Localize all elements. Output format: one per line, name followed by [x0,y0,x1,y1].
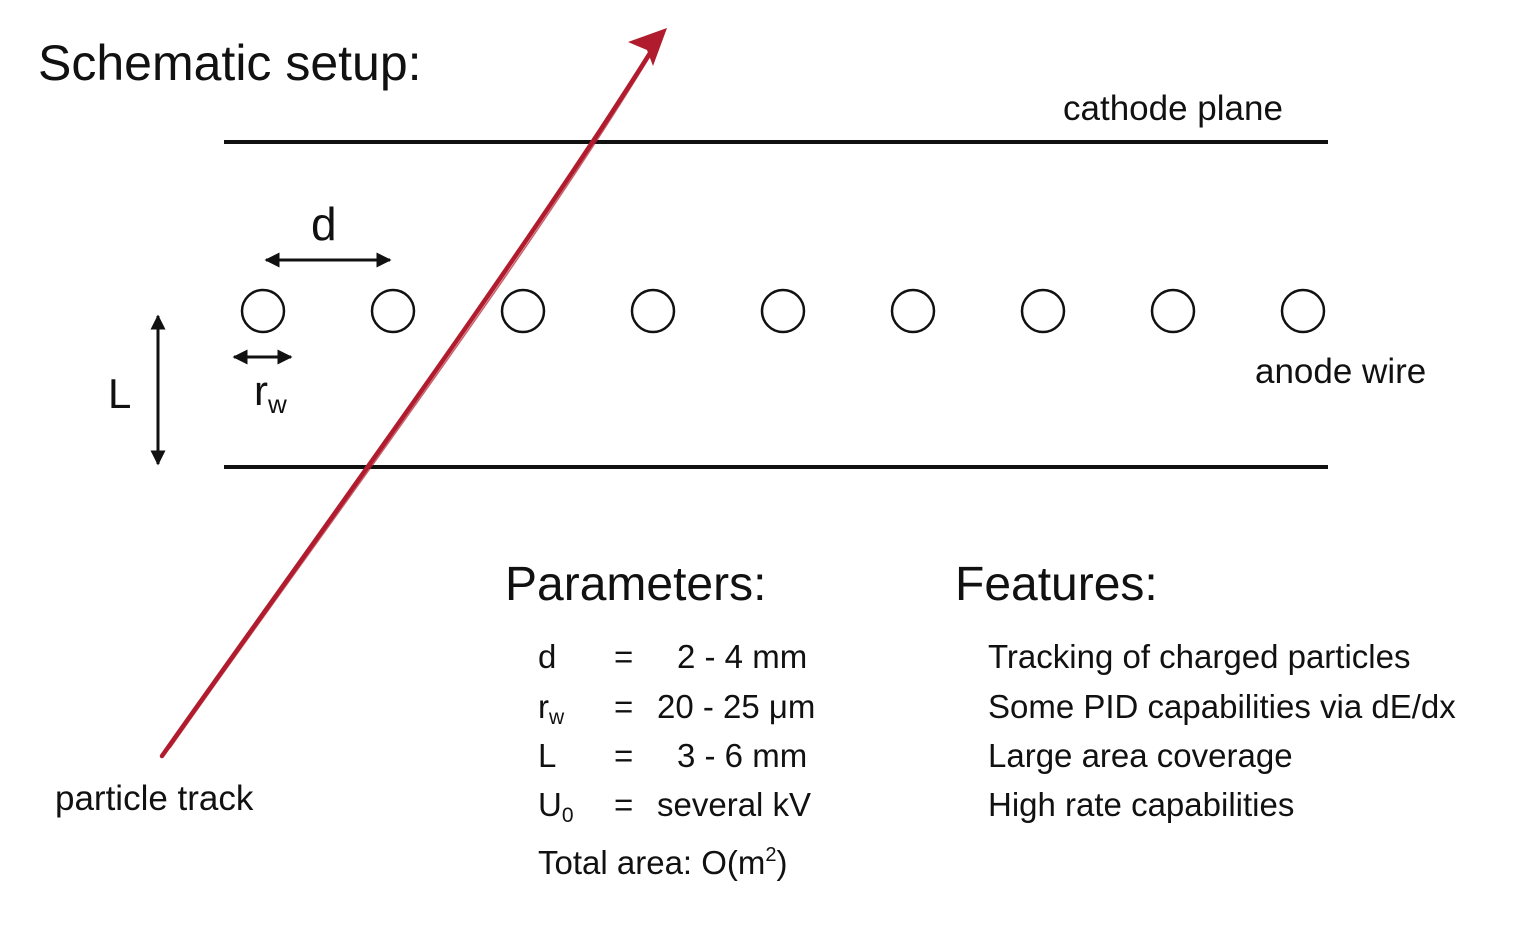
anode-wire-row [240,288,1326,334]
total-area-suffix: ) [777,844,788,881]
total-area-sup: 2 [765,844,776,866]
parameter-symbol: U0 [538,786,574,827]
wire-radius-label: rw [254,367,287,419]
anode-wire [240,288,286,334]
feature-item: High rate capabilities [988,786,1294,823]
total-area: Total area: O(m2) [538,844,788,881]
anode-wire-label: anode wire [1255,352,1426,391]
parameter-value: 2 - 4 mm [677,638,807,675]
anode-wire [500,288,546,334]
total-area-prefix: Total area: O(m [538,844,765,881]
parameter-symbol: L [538,737,556,774]
parameter-symbol: rw [538,688,565,729]
parameter-value: several kV [657,786,811,823]
anode-wire [1020,288,1066,334]
wire-radius-subscript: w [267,389,287,419]
parameter-equals: = [614,737,633,774]
anode-wire [630,288,676,334]
anode-wire [1150,288,1196,334]
parameter-value: 3 - 6 mm [677,737,807,774]
anode-wire [760,288,806,334]
particle-track-label: particle track [55,779,254,818]
parameters-heading: Parameters: [505,558,766,611]
parameter-equals: = [614,786,633,823]
feature-item: Some PID capabilities via dE/dx [988,688,1456,725]
particle-track-line [159,47,655,759]
feature-item: Large area coverage [988,737,1293,774]
anode-wire [890,288,936,334]
parameter-symbol: d [538,638,556,675]
parameter-equals: = [614,638,633,675]
diagram-title: Schematic setup: [38,35,422,91]
features-heading: Features: [955,558,1158,611]
cathode-plane-label: cathode plane [1063,89,1283,128]
parameters-list: d = 2 - 4 mm rw = 20 - 25 μm L = 3 - 6 mm U0 = seve… [538,638,815,827]
parameter-value: 20 - 25 μm [657,688,815,725]
gap-L-label: L [108,370,131,417]
feature-item: Tracking of charged particles [988,638,1410,675]
wire-radius-symbol: r [254,367,268,414]
particle-track-line-rough [169,55,651,749]
anode-wire [1280,288,1326,334]
particle-track-arrowhead [628,28,667,66]
spacing-d-label: d [311,198,337,250]
anode-wire [370,288,416,334]
parameter-equals: = [614,688,633,725]
